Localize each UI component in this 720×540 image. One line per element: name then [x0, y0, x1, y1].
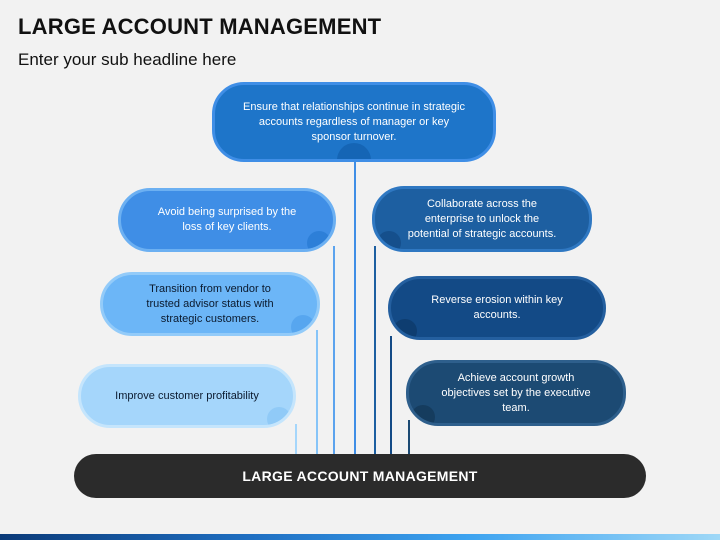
diagram-box-right-2: Reverse erosion within key accounts. — [388, 276, 606, 340]
diagram-base-bar: LARGE ACCOUNT MANAGEMENT — [74, 454, 646, 498]
diagram-box-right-1: Collaborate across the enterprise to unl… — [372, 186, 592, 252]
connector-right-2 — [390, 336, 392, 456]
page-subtitle: Enter your sub headline here — [18, 50, 237, 69]
diagram-box-left-2-text: Transition from vendor to trusted adviso… — [146, 282, 274, 325]
diagram-box-left-1-text: Avoid being surprised by the loss of key… — [157, 206, 297, 233]
connector-tab — [267, 407, 291, 425]
connector-left-3 — [295, 424, 297, 456]
diagram-box-right-3-text: Achieve account growth objectives set by… — [441, 371, 591, 414]
connector-right-3 — [408, 420, 410, 456]
footer-stripe — [0, 534, 720, 540]
connector-tab — [411, 405, 435, 423]
connector-tab — [307, 231, 331, 249]
diagram-box-right-1-text: Collaborate across the enterprise to unl… — [407, 197, 557, 240]
connector-tab — [377, 231, 401, 249]
page-title: LARGE ACCOUNT MANAGEMENT — [18, 14, 382, 39]
diagram-box-top-text: Ensure that relationships continue in st… — [243, 100, 465, 143]
diagram-box-left-3: Improve customer profitability — [78, 364, 296, 428]
diagram-box-left-2: Transition from vendor to trusted adviso… — [100, 272, 320, 336]
connector-tab — [291, 315, 315, 333]
connector-left-1 — [333, 246, 335, 456]
diagram-box-right-2-text: Reverse erosion within key accounts. — [431, 294, 563, 321]
connector-tab — [337, 143, 371, 159]
connector-tab — [393, 319, 417, 337]
connector-right-1 — [374, 246, 376, 456]
diagram-box-right-3: Achieve account growth objectives set by… — [406, 360, 626, 426]
diagram-box-left-1: Avoid being surprised by the loss of key… — [118, 188, 336, 252]
diagram-box-top: Ensure that relationships continue in st… — [212, 82, 496, 162]
connector-top — [354, 158, 356, 456]
diagram-box-left-3-text: Improve customer profitability — [115, 389, 259, 402]
diagram-base-label: LARGE ACCOUNT MANAGEMENT — [242, 468, 478, 484]
connector-left-2 — [316, 330, 318, 456]
